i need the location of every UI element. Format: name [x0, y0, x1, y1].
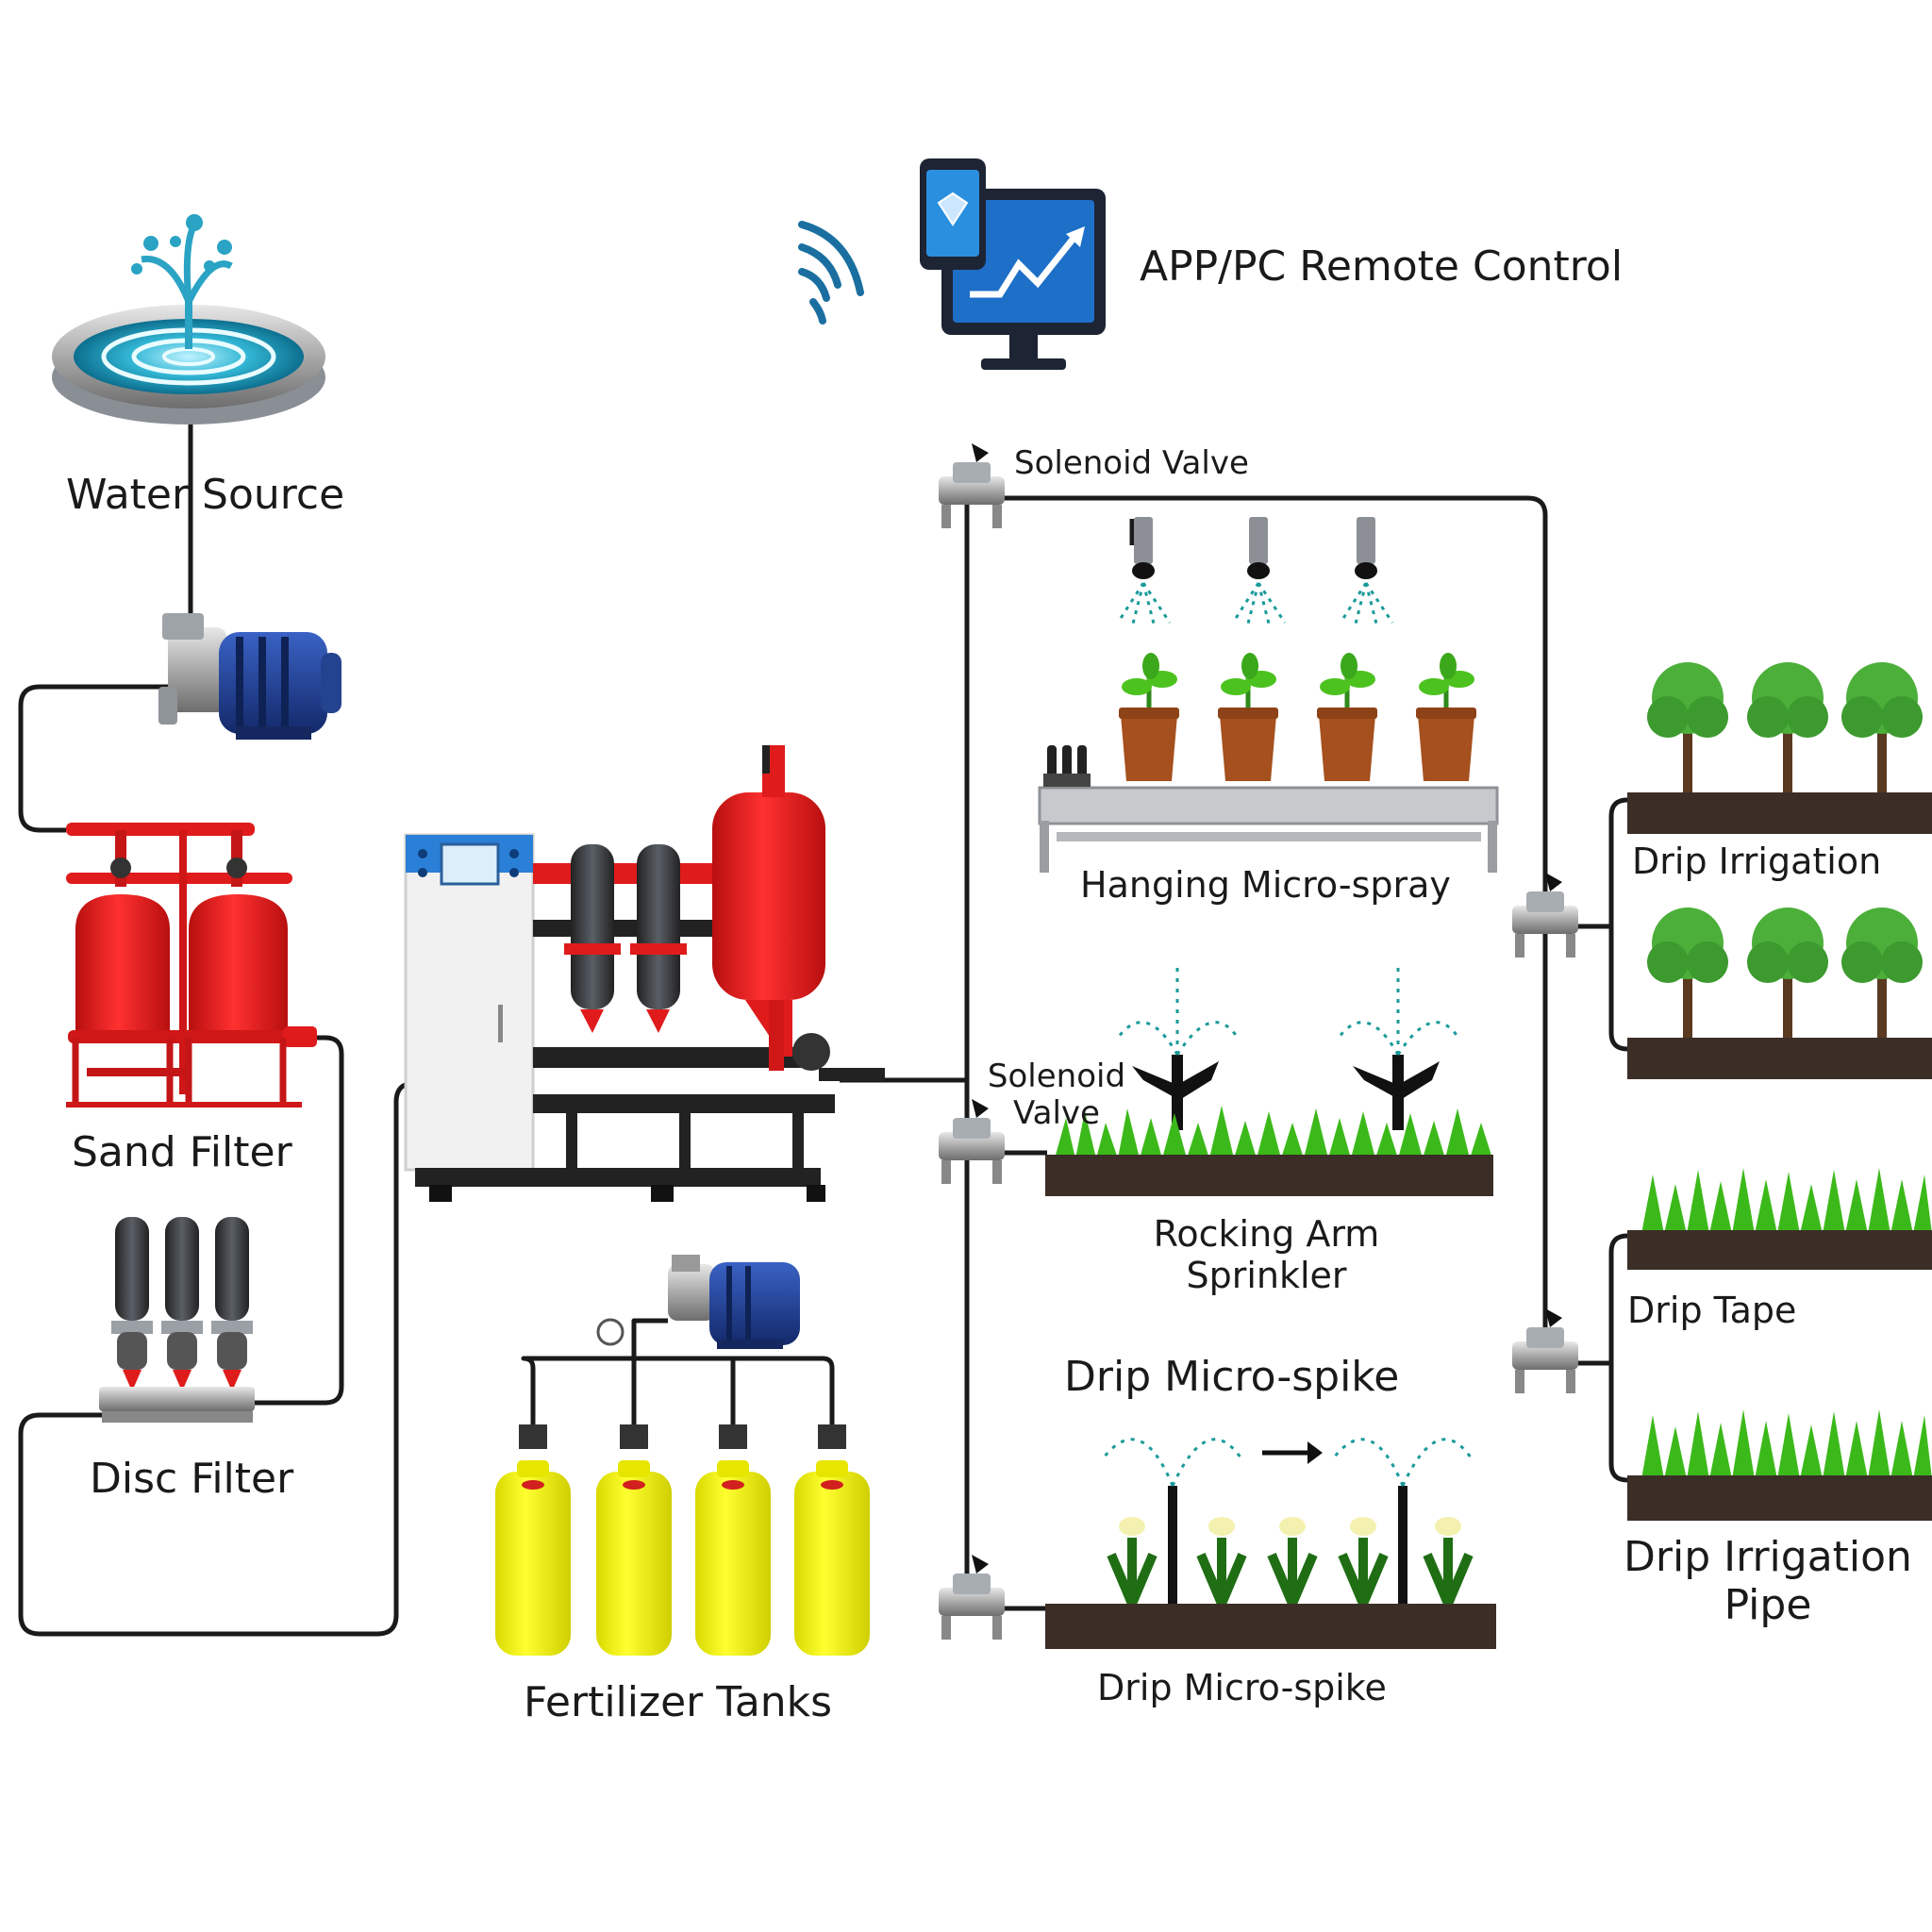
label-drip-irrigation: Drip Irrigation: [1632, 841, 1882, 882]
label-drip-tape: Drip Tape: [1627, 1290, 1797, 1331]
spray-bench: [1038, 745, 1499, 873]
tree-icon: [1647, 662, 1728, 792]
tree-icon: [1841, 908, 1923, 1038]
flower-icon: [1267, 1517, 1318, 1606]
disc-filter-icon: [99, 1217, 255, 1423]
grass-bed: [1627, 1168, 1932, 1270]
arrow-icon: [1262, 1441, 1323, 1464]
hanging-sprayer-icon: [1116, 517, 1172, 628]
flower-icon: [1196, 1517, 1247, 1606]
tree-icon: [1647, 908, 1728, 1038]
hanging-sprayer-icon: [1231, 517, 1287, 628]
solenoid-valve-icon: [1512, 1308, 1578, 1393]
label-drip-pipe-line-1: Drip Irrigation: [1624, 1533, 1912, 1581]
disc-filter-cartridge: [211, 1217, 253, 1391]
monitor-icon: [941, 189, 1106, 370]
tree-icon: [1747, 662, 1828, 792]
phone-icon: [920, 158, 986, 270]
label-solenoid-line-1: Solenoid: [987, 1058, 1126, 1095]
fertilizer-tank-icon: [495, 1424, 571, 1656]
label-rocking-arm-sprinkler: Rocking Arm Sprinkler: [1085, 1213, 1448, 1296]
disc-filter-cartridge: [564, 844, 621, 1033]
flower-icon: [1423, 1517, 1474, 1606]
soil-bed: [1627, 792, 1932, 834]
solenoid-valve-icon: [1512, 873, 1578, 958]
solenoid-valve-icon: [939, 1099, 1005, 1184]
tree-icon: [1747, 908, 1828, 1038]
label-sand-filter: Sand Filter: [72, 1128, 292, 1176]
control-station-icon: [404, 745, 885, 1202]
tree-icon: [1841, 662, 1923, 792]
micro-spike-icon: [1332, 1438, 1473, 1604]
flower-icon: [1107, 1517, 1158, 1606]
grass-bed: [1627, 1409, 1932, 1521]
disc-filter-cartridge: [111, 1217, 153, 1391]
fertilizer-tank-icon: [695, 1424, 771, 1656]
rocking-arm-sprinkler-icon: [1116, 967, 1240, 1130]
potted-plant-icon: [1119, 653, 1179, 781]
pipe-network: [18, 377, 1628, 1637]
label-app-pc-remote-control: APP/PC Remote Control: [1140, 242, 1624, 291]
disc-filter-cartridge: [630, 844, 687, 1033]
label-drip-irrigation-pipe: Drip Irrigation Pipe: [1604, 1533, 1932, 1629]
label-solenoid-valve-mid: Solenoid Valve: [972, 1058, 1141, 1132]
label-drip-micro-spike: Drip Micro-spike: [1097, 1667, 1387, 1708]
solenoid-valve-icon: [939, 443, 1005, 528]
soil-bed: [1627, 1038, 1932, 1079]
label-water-source: Water Source: [66, 471, 345, 519]
disc-filter-cartridge: [161, 1217, 203, 1391]
label-rocking-line-1: Rocking Arm: [1153, 1213, 1380, 1255]
rocking-arm-sprinkler-icon: [1337, 967, 1460, 1130]
soil-bed: [1045, 1604, 1496, 1649]
label-hanging-micro-spray: Hanging Micro-spray: [1080, 864, 1451, 906]
potted-plant-icon: [1416, 653, 1476, 781]
potted-plant-icon: [1317, 653, 1377, 781]
label-disc-filter: Disc Filter: [90, 1455, 294, 1503]
label-drip-micro-spike-title: Drip Micro-spike: [1064, 1353, 1400, 1401]
wifi-icon: [798, 221, 864, 325]
fertilizer-tank-icon: [596, 1424, 672, 1656]
fertilizer-pump-icon: [596, 1255, 800, 1349]
solenoid-valve-icon: [939, 1555, 1005, 1640]
label-rocking-line-2: Sprinkler: [1186, 1254, 1347, 1296]
fertilizer-tank-icon: [794, 1424, 870, 1656]
pump-icon: [158, 613, 341, 740]
label-solenoid-line-2: Valve: [1013, 1094, 1100, 1133]
water-source-icon: [52, 214, 325, 425]
micro-spike-icon: [1102, 1438, 1242, 1604]
potted-plant-icon: [1218, 653, 1278, 781]
flower-icon: [1338, 1517, 1389, 1606]
label-fertilizer-tanks: Fertilizer Tanks: [524, 1678, 833, 1726]
sand-filter-icon: [66, 823, 317, 1108]
label-solenoid-valve: Solenoid Valve: [1014, 444, 1249, 482]
label-drip-pipe-line-2: Pipe: [1724, 1580, 1812, 1629]
grass-bed: [1045, 1106, 1493, 1196]
hanging-sprayer-icon: [1339, 517, 1394, 628]
